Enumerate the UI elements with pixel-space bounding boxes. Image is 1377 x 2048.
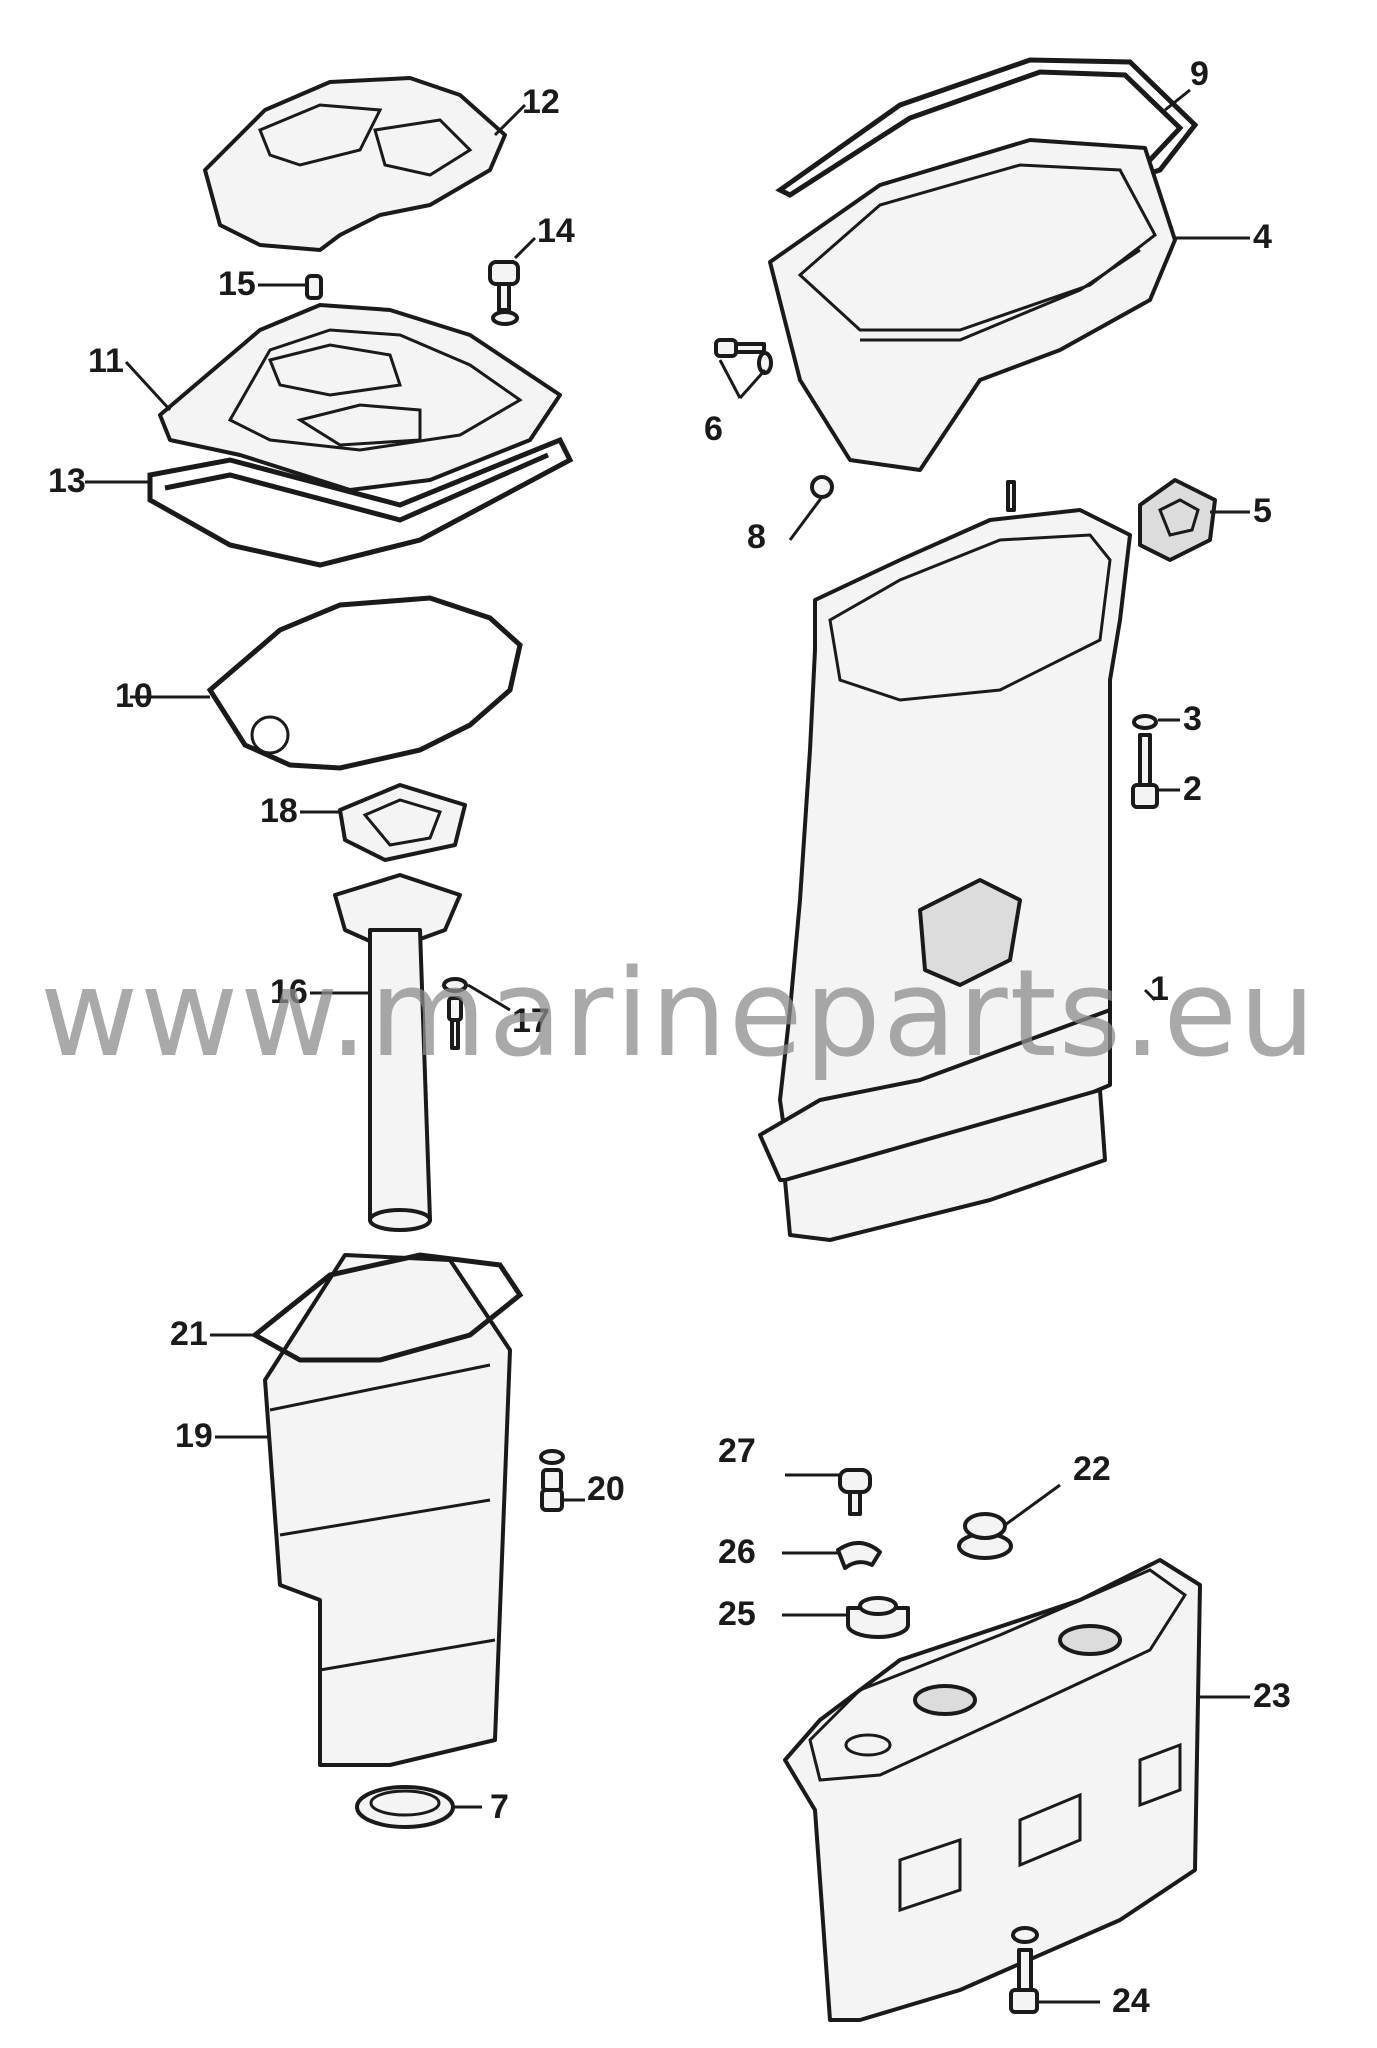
callout-5: 5 <box>1253 492 1272 530</box>
part-27-screw <box>838 1468 872 1516</box>
callout-1: 1 <box>1150 970 1169 1008</box>
part-3-washer <box>1132 714 1158 730</box>
callout-4: 4 <box>1253 218 1272 256</box>
callout-10: 10 <box>115 677 153 715</box>
callout-numbers: 1 2 3 4 5 6 7 8 9 10 11 12 13 14 15 16 1… <box>48 55 1291 2020</box>
callout-2: 2 <box>1183 770 1202 808</box>
callout-3: 3 <box>1183 700 1202 738</box>
watermark-text: www.marineparts.eu <box>40 945 1317 1084</box>
callout-9: 9 <box>1190 55 1209 93</box>
part-5-grommet <box>1138 478 1217 562</box>
part-23-lower-housing <box>783 1558 1202 2022</box>
callout-26: 26 <box>718 1533 756 1571</box>
callout-leaders <box>85 88 1250 2004</box>
callout-23: 23 <box>1253 1677 1291 1715</box>
part-14-bolt <box>488 260 520 326</box>
callout-18: 18 <box>260 792 298 830</box>
part-12-gasket <box>203 76 507 252</box>
callout-24: 24 <box>1112 1982 1150 2020</box>
callout-13: 13 <box>48 462 86 500</box>
part-6-bolt <box>714 338 773 375</box>
callout-22: 22 <box>1073 1450 1111 1488</box>
callout-15: 15 <box>218 265 256 303</box>
part-4-lower-pan <box>768 138 1177 472</box>
part-8-nut <box>810 475 834 499</box>
part-11-adapter-plate <box>158 303 562 492</box>
callout-17: 17 <box>512 1002 550 1040</box>
callout-25: 25 <box>718 1595 756 1633</box>
part-16-exhaust-tube <box>333 873 462 1232</box>
part-13-seal <box>147 436 574 568</box>
part-18-exhaust-gasket <box>338 783 467 862</box>
part-17-bolt <box>442 977 468 1050</box>
callout-12: 12 <box>522 83 560 121</box>
part-22-plug <box>957 1512 1013 1560</box>
callout-20: 20 <box>587 1470 625 1508</box>
part-7-seal-ring <box>355 1785 455 1829</box>
callout-16: 16 <box>270 973 308 1011</box>
part-15-dowel-pin <box>305 274 323 300</box>
part-26-clip <box>836 1541 882 1570</box>
part-24-bolt <box>1009 1926 1039 2014</box>
callout-7: 7 <box>490 1788 509 1826</box>
part-10-gasket <box>206 595 523 771</box>
callout-19: 19 <box>175 1417 213 1455</box>
callout-27: 27 <box>718 1432 756 1470</box>
callout-8: 8 <box>747 518 766 556</box>
part-21-sump-gasket <box>250 1252 524 1363</box>
callout-11: 11 <box>88 342 124 380</box>
part-20-bolt <box>539 1449 565 1512</box>
callout-14: 14 <box>537 212 575 250</box>
part-25-cap <box>846 1596 910 1639</box>
callout-21: 21 <box>170 1315 208 1353</box>
callout-6: 6 <box>704 410 723 448</box>
part-1-driveshaft-housing <box>758 480 1132 1242</box>
part-2-bolt <box>1131 733 1159 809</box>
